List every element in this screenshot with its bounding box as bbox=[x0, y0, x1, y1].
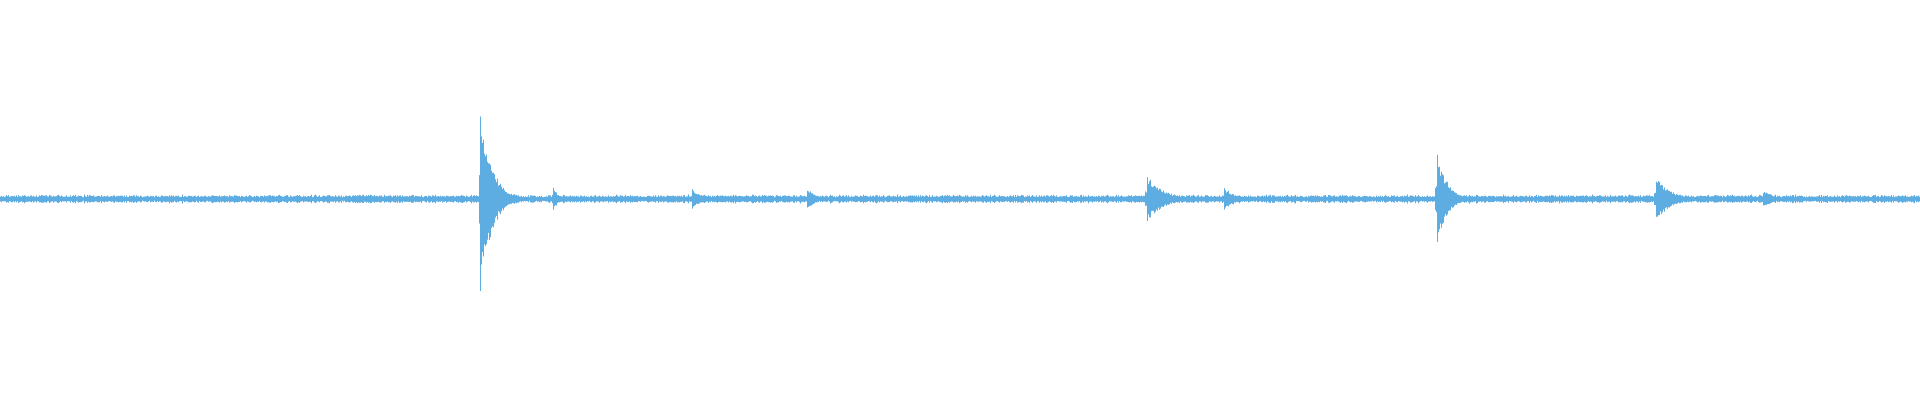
waveform-samples bbox=[0, 116, 1920, 291]
